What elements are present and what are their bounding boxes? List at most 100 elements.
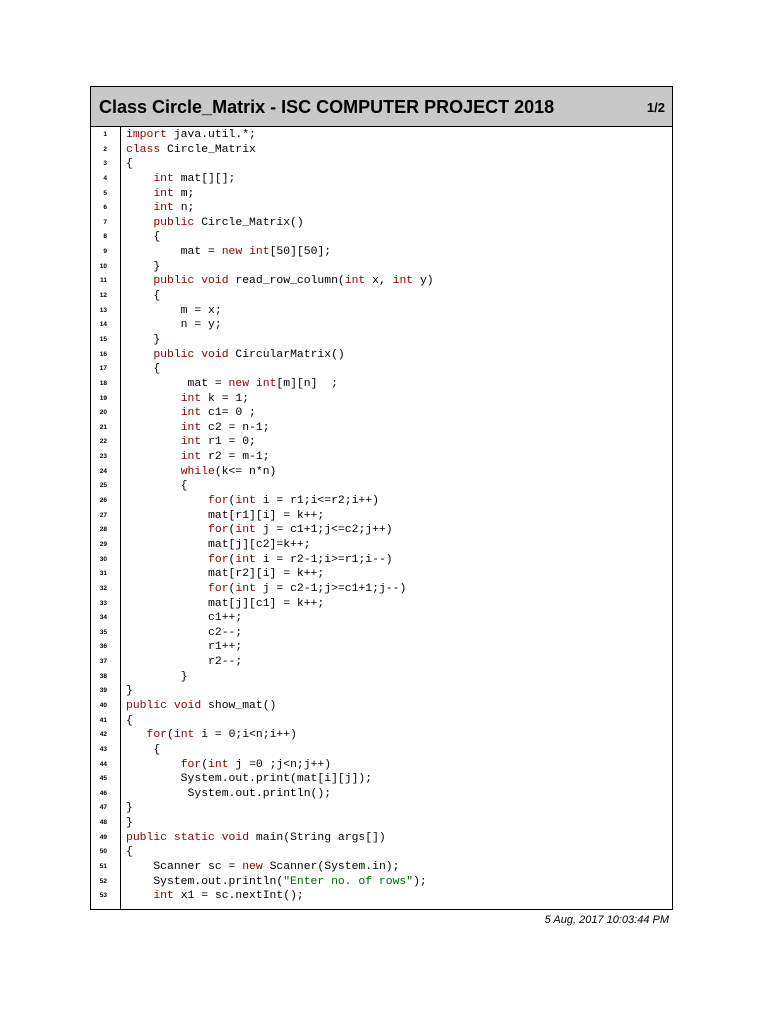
code-text: mat = new int[50][50]; bbox=[126, 246, 332, 259]
code-text: } bbox=[126, 260, 161, 273]
listing-header: Class Circle_Matrix - ISC COMPUTER PROJE… bbox=[91, 87, 672, 127]
code-line: 22 int r1 = 0; bbox=[91, 435, 672, 450]
line-number: 13 bbox=[99, 306, 107, 314]
line-number: 8 bbox=[103, 233, 107, 241]
line-number: 4 bbox=[103, 174, 107, 182]
line-number: 27 bbox=[99, 511, 107, 519]
code-text: class Circle_Matrix bbox=[126, 143, 256, 156]
code-line: 19 int k = 1; bbox=[91, 392, 672, 407]
code-line: 34 c1++; bbox=[91, 611, 672, 626]
code-text: while(k<= n*n) bbox=[180, 465, 277, 478]
code-text: int c1= 0 ; bbox=[180, 407, 256, 420]
code-text: mat[j][c1] = k++; bbox=[126, 597, 325, 610]
line-number: 39 bbox=[99, 687, 107, 695]
line-number: 3 bbox=[103, 160, 107, 168]
code-text: int mat[][]; bbox=[153, 172, 236, 185]
line-number: 42 bbox=[99, 731, 107, 739]
line-number: 17 bbox=[99, 365, 107, 373]
line-number: 52 bbox=[99, 877, 107, 885]
code-line: 17 { bbox=[91, 362, 672, 377]
line-number: 9 bbox=[103, 248, 107, 256]
code-line: 41{ bbox=[91, 714, 672, 729]
code-line: 8 { bbox=[91, 230, 672, 245]
code-line: 27 mat[r1][i] = k++; bbox=[91, 509, 672, 524]
line-number: 49 bbox=[99, 833, 107, 841]
code-line: 30 for(int i = r2-1;i>=r1;i--) bbox=[91, 553, 672, 568]
code-line: 25 { bbox=[91, 479, 672, 494]
code-line: 46 System.out.println(); bbox=[91, 787, 672, 802]
code-line: 9 mat = new int[50][50]; bbox=[91, 245, 672, 260]
code-text: m = x; bbox=[126, 304, 222, 317]
code-text: } bbox=[126, 333, 161, 346]
code-text: { bbox=[126, 158, 133, 171]
code-line: 5 int m; bbox=[91, 187, 672, 202]
line-number: 24 bbox=[99, 467, 107, 475]
code-line: 7 public Circle_Matrix() bbox=[91, 216, 672, 231]
line-number: 45 bbox=[99, 775, 107, 783]
code-line: 48} bbox=[91, 816, 672, 831]
code-line: 18 mat = new int[m][n] ; bbox=[91, 377, 672, 392]
code-line: 16 public void CircularMatrix() bbox=[91, 348, 672, 363]
code-text: System.out.println("Enter no. of rows"); bbox=[126, 875, 427, 888]
code-line: 13 m = x; bbox=[91, 304, 672, 319]
code-text: c1++; bbox=[126, 612, 243, 625]
line-number: 47 bbox=[99, 804, 107, 812]
code-line: 20 int c1= 0 ; bbox=[91, 406, 672, 421]
code-line: 26 for(int i = r1;i<=r2;i++) bbox=[91, 494, 672, 509]
code-line: 12 { bbox=[91, 289, 672, 304]
line-number: 44 bbox=[99, 760, 107, 768]
code-text: mat = new int[m][n] ; bbox=[126, 377, 338, 390]
code-line: 31 mat[r2][i] = k++; bbox=[91, 567, 672, 582]
code-text: } bbox=[126, 685, 133, 698]
line-number: 46 bbox=[99, 789, 107, 797]
code-line: 29 mat[j][c2]=k++; bbox=[91, 538, 672, 553]
code-text: public static void main(String args[]) bbox=[126, 831, 386, 844]
line-number: 32 bbox=[99, 584, 107, 592]
line-number: 51 bbox=[99, 863, 107, 871]
code-line: 35 c2--; bbox=[91, 626, 672, 641]
code-line: 38 } bbox=[91, 670, 672, 685]
code-text: for(int j =0 ;j<n;j++) bbox=[180, 758, 332, 771]
line-number: 48 bbox=[99, 819, 107, 827]
code-line: 4 int mat[][]; bbox=[91, 172, 672, 187]
code-line: 3{ bbox=[91, 157, 672, 172]
line-number: 38 bbox=[99, 672, 107, 680]
line-number: 18 bbox=[99, 379, 107, 387]
code-line: 24 while(k<= n*n) bbox=[91, 465, 672, 480]
line-number: 6 bbox=[103, 204, 107, 212]
code-text: { bbox=[126, 846, 133, 859]
code-text: { bbox=[126, 363, 161, 376]
line-number: 12 bbox=[99, 292, 107, 300]
code-text: r1++; bbox=[126, 641, 243, 654]
line-number: 25 bbox=[99, 482, 107, 490]
code-text: int r2 = m-1; bbox=[180, 451, 270, 464]
line-number: 16 bbox=[99, 350, 107, 358]
code-line: 23 int r2 = m-1; bbox=[91, 450, 672, 465]
line-number: 20 bbox=[99, 409, 107, 417]
code-text: } bbox=[126, 802, 133, 815]
code-text: public void CircularMatrix() bbox=[153, 348, 345, 361]
code-text: } bbox=[126, 817, 133, 830]
line-number: 53 bbox=[99, 892, 107, 900]
line-number: 22 bbox=[99, 438, 107, 446]
code-line: 33 mat[j][c1] = k++; bbox=[91, 597, 672, 612]
code-text: } bbox=[126, 670, 188, 683]
line-number: 7 bbox=[103, 218, 107, 226]
code-line: 37 r2--; bbox=[91, 655, 672, 670]
code-line: 47} bbox=[91, 801, 672, 816]
code-text: { bbox=[126, 714, 133, 727]
line-number: 11 bbox=[100, 277, 107, 285]
code-line: 42 for(int i = 0;i<n;i++) bbox=[91, 728, 672, 743]
line-number: 14 bbox=[99, 321, 107, 329]
code-text: for(int i = 0;i<n;i++) bbox=[146, 729, 297, 742]
line-number: 5 bbox=[103, 189, 107, 197]
code-line: 6 int n; bbox=[91, 201, 672, 216]
code-text: int k = 1; bbox=[180, 392, 250, 405]
line-number: 35 bbox=[99, 628, 107, 636]
code-text: { bbox=[126, 290, 161, 303]
code-line: 52 System.out.println("Enter no. of rows… bbox=[91, 875, 672, 890]
